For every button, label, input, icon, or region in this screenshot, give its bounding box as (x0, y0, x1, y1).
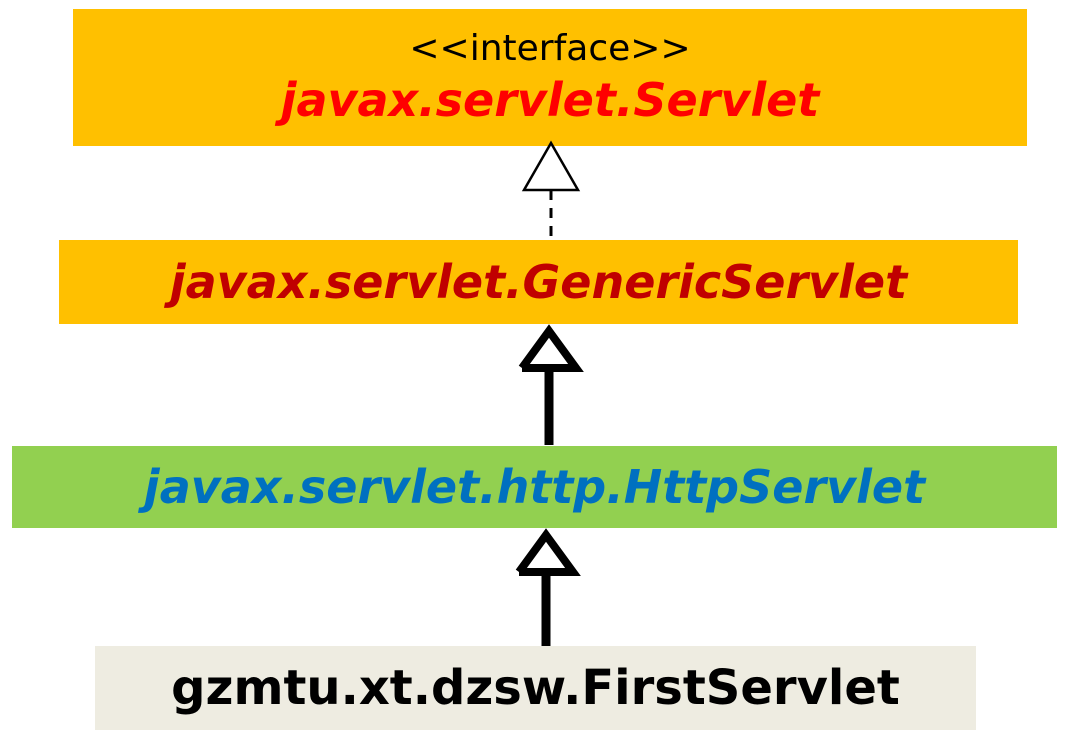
servlet-class-name: javax.servlet.Servlet (280, 72, 820, 127)
generic-servlet-class-name: javax.servlet.GenericServlet (169, 255, 908, 309)
http-servlet-box: javax.servlet.http.HttpServlet (12, 446, 1057, 528)
realization-triangle-icon (521, 140, 581, 192)
servlet-interface-box: <<interface>> javax.servlet.Servlet (73, 9, 1027, 146)
first-servlet-box: gzmtu.xt.dzsw.FirstServlet (95, 646, 976, 730)
http-servlet-class-name: javax.servlet.http.HttpServlet (143, 460, 926, 514)
first-servlet-class-name: gzmtu.xt.dzsw.FirstServlet (171, 660, 900, 716)
generalization-arrowhead-http-icon (518, 324, 584, 372)
generic-servlet-box: javax.servlet.GenericServlet (59, 240, 1018, 324)
generalization-arrowhead-first-icon (515, 528, 581, 576)
interface-stereotype: <<interface>> (409, 27, 691, 69)
